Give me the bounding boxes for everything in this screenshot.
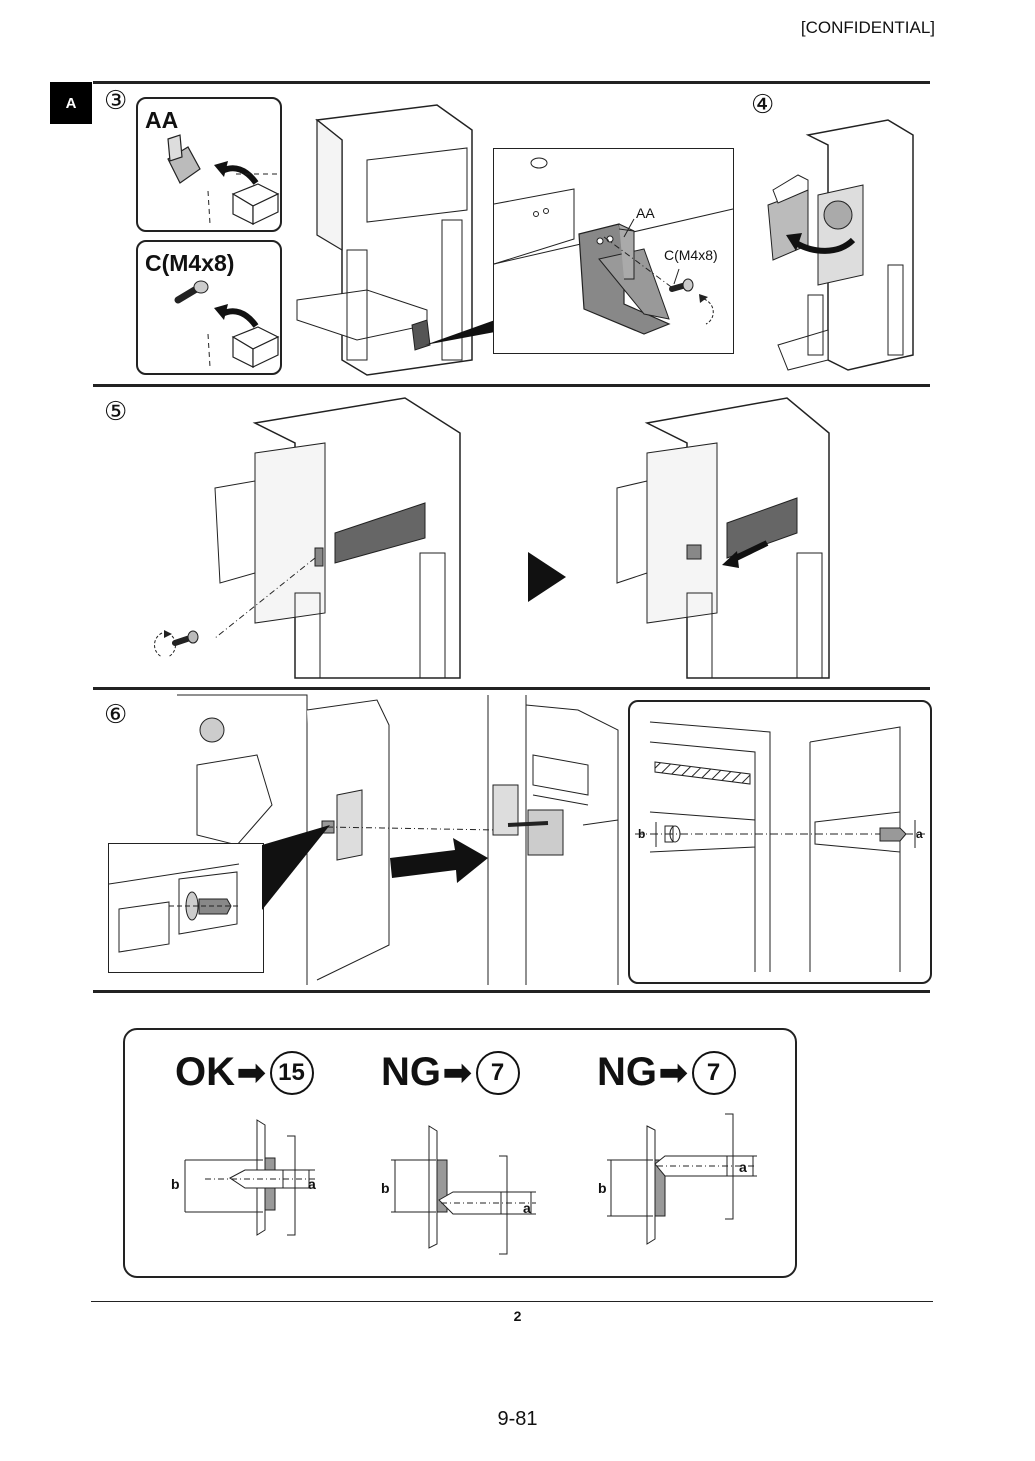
- check-ng-low-result: NG: [381, 1050, 441, 1094]
- mainbody-side-illustration: [487, 695, 619, 985]
- part-box-aa: AA: [136, 97, 282, 232]
- gap-label-a: a: [916, 827, 923, 841]
- detail-pointer-step3: [425, 320, 495, 345]
- callout-screw: C(M4x8): [664, 247, 718, 263]
- detail-gap-check: b a: [628, 700, 932, 984]
- check-ok-target: 15: [269, 1050, 314, 1095]
- bracket-unbox-illustration: [167, 134, 280, 225]
- footer-rule: [91, 1301, 933, 1302]
- check-ng-low-label-b: b: [381, 1180, 390, 1196]
- detail-bracket-install: AA C(M4x8): [493, 148, 734, 354]
- section-tab-label: A: [65, 94, 77, 112]
- gap-alignment-detail: [635, 721, 925, 972]
- callout-aa: AA: [636, 205, 655, 221]
- check-ng-low-arrow-icon: ➡: [443, 1053, 472, 1092]
- rotate-icon-step5: [154, 630, 176, 658]
- detail-pin-closeup: [108, 843, 264, 973]
- finisher-screw-removal-illustration: [172, 397, 461, 679]
- step-5-number: ⑤: [104, 397, 128, 427]
- check-ng-high-diagram: [607, 1113, 757, 1245]
- part-box-screw: C(M4x8): [136, 240, 282, 375]
- part-screw-label: C(M4x8): [145, 250, 235, 276]
- check-ng-high-arrow-icon: ➡: [659, 1053, 688, 1092]
- closeup-pointer: [262, 825, 330, 910]
- bracket-install-detail: [493, 157, 734, 335]
- check-ok-diagram: [184, 1119, 315, 1236]
- divider-top: [93, 81, 930, 84]
- check-ng-high: NG ➡ 7: [597, 1050, 736, 1095]
- check-ng-high-target: 7: [691, 1050, 736, 1095]
- screw-unbox-illustration: [174, 280, 280, 368]
- step-6-number: ⑥: [104, 700, 128, 730]
- finisher-interior-illustration: [177, 694, 498, 985]
- check-ok: OK ➡ 15: [175, 1050, 314, 1095]
- check-ng-low-diagram: [391, 1125, 536, 1255]
- check-ok-arrow-icon: ➡: [237, 1053, 266, 1092]
- check-ok-label-b: b: [171, 1176, 180, 1192]
- check-ng-low-target: 7: [475, 1050, 520, 1095]
- check-ng-low-label-a: a: [523, 1200, 531, 1216]
- check-ng-low: NG ➡ 7: [381, 1050, 520, 1095]
- check-ng-high-label-b: b: [598, 1180, 607, 1196]
- section-page-number: 9-81: [497, 1408, 538, 1430]
- confidential-label: [CONFIDENTIAL]: [800, 18, 935, 37]
- check-result-panel: OK ➡ 15 NG ➡ 7 NG ➡ 7 b a b a: [123, 1028, 797, 1278]
- divider-check: [93, 990, 930, 993]
- section-tab: A: [50, 82, 92, 124]
- finisher-open-door-illustration: [767, 119, 914, 371]
- divider-step5: [93, 384, 930, 387]
- check-ok-label-a: a: [308, 1176, 316, 1192]
- finisher-illustration-step3: [296, 104, 473, 376]
- step-3-number: ③: [104, 86, 128, 116]
- page-number: 2: [513, 1308, 522, 1324]
- part-aa-label: AA: [145, 107, 179, 133]
- next-step-arrow: [528, 552, 566, 602]
- pin-closeup-detail: [108, 863, 240, 953]
- gap-label-b: b: [638, 827, 646, 841]
- check-ng-high-label-a: a: [739, 1159, 747, 1175]
- check-ok-result: OK: [175, 1050, 235, 1094]
- divider-step6: [93, 687, 930, 690]
- align-arrow: [390, 838, 488, 883]
- finisher-panel-pull-illustration: [616, 397, 830, 679]
- check-ng-high-result: NG: [597, 1050, 657, 1094]
- step-4-number: ④: [751, 90, 775, 120]
